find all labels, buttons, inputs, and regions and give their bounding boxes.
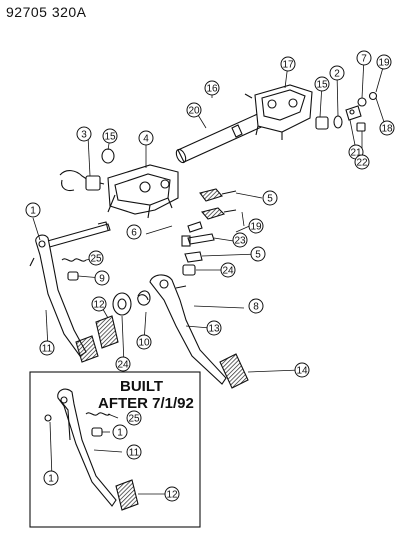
inset-pedal-pad xyxy=(115,479,139,511)
bushing-stack xyxy=(315,91,378,132)
callout-c14: 14 xyxy=(294,362,310,378)
callout-number: 1 xyxy=(30,206,36,217)
inset-nut xyxy=(44,414,52,422)
callout-c10: 10 xyxy=(136,334,152,350)
callout-number: 25 xyxy=(90,254,102,265)
callout-c2: 2 xyxy=(329,65,345,81)
stop-lamp-switch xyxy=(59,170,105,192)
callout-number: 14 xyxy=(296,366,308,377)
inset-label-line1: BUILT xyxy=(120,378,164,395)
pedal-bracket xyxy=(107,164,179,219)
spring-10 xyxy=(137,290,151,306)
callout-number: 3 xyxy=(81,130,87,141)
callout-number: 23 xyxy=(234,236,246,247)
callout-c12b: 12 xyxy=(164,486,180,502)
brake-pedal-pad xyxy=(219,353,249,389)
callout-number: 24 xyxy=(222,266,234,277)
callout-number: 15 xyxy=(104,132,116,143)
callout-number: 25 xyxy=(128,414,140,425)
pedal-pad-12 xyxy=(95,315,119,349)
callout-c15b: 15 xyxy=(314,76,330,92)
callout-c25b: 25 xyxy=(126,410,142,426)
callout-c22: 22 xyxy=(354,154,370,170)
callout-c18: 18 xyxy=(379,120,395,136)
callout-c1c: 1 xyxy=(43,470,59,486)
callout-c19a: 19 xyxy=(376,54,392,70)
callout-number: 8 xyxy=(253,302,259,313)
callout-c15a: 15 xyxy=(102,128,118,144)
callout-number: 19 xyxy=(250,222,262,233)
spring-25 xyxy=(61,258,87,262)
callout-number: 20 xyxy=(188,106,200,117)
inset-pedal-arm xyxy=(57,388,117,507)
bushing-9 xyxy=(67,271,79,281)
callout-number: 5 xyxy=(267,194,273,205)
callout-number: 5 xyxy=(255,250,261,261)
callout-c23: 23 xyxy=(232,232,248,248)
bolt-19 xyxy=(187,221,203,233)
diagram-code: 92705 320A xyxy=(6,4,87,20)
callout-number: 18 xyxy=(381,124,393,135)
inset-bushing xyxy=(91,427,103,437)
callout-number: 13 xyxy=(208,324,220,335)
callout-c25a: 25 xyxy=(88,250,104,266)
callout-c13: 13 xyxy=(206,320,222,336)
callout-c3: 3 xyxy=(76,126,92,142)
callout-number: 1 xyxy=(117,428,123,439)
callout-number: 15 xyxy=(316,80,328,91)
callout-c7: 7 xyxy=(356,50,372,66)
callout-number: 19 xyxy=(378,58,390,69)
bushing-left xyxy=(101,148,115,164)
callout-number: 24 xyxy=(117,360,129,371)
callout-number: 12 xyxy=(166,490,178,501)
callout-c24b: 24 xyxy=(220,262,236,278)
pivot-rod-left xyxy=(43,221,111,249)
callout-c11a: 11 xyxy=(39,340,55,356)
callout-number: 11 xyxy=(129,448,140,459)
callout-number: 1 xyxy=(48,474,54,485)
pedal-pad-left-upper xyxy=(75,335,99,363)
callout-c5a: 5 xyxy=(262,190,278,206)
callout-c4: 4 xyxy=(138,130,154,146)
callout-number: 9 xyxy=(99,274,105,285)
upper-bracket xyxy=(244,84,313,140)
callout-number: 7 xyxy=(361,54,367,65)
callout-c12a: 12 xyxy=(91,296,107,312)
bolt-23 xyxy=(181,233,215,247)
bushing-24-right xyxy=(182,264,196,276)
callout-c24a: 24 xyxy=(115,356,131,372)
callout-number: 11 xyxy=(42,344,53,355)
callout-c20: 20 xyxy=(186,102,202,118)
callout-number: 2 xyxy=(334,69,340,80)
callout-c6: 6 xyxy=(126,224,142,240)
callout-number: 21 xyxy=(350,148,362,159)
callout-c17: 17 xyxy=(280,56,296,72)
inset-frame xyxy=(29,371,201,528)
callout-number: 22 xyxy=(356,158,368,169)
callout-c9: 9 xyxy=(94,270,110,286)
callout-c5b: 5 xyxy=(250,246,266,262)
pedal-arm-left xyxy=(29,234,87,357)
switch-upper xyxy=(199,188,237,202)
callout-c16: 16 xyxy=(204,80,220,96)
callout-number: 17 xyxy=(282,60,294,71)
callout-number: 12 xyxy=(93,300,105,311)
callout-number: 10 xyxy=(138,338,150,349)
bushing-24-center xyxy=(112,292,132,316)
callout-number: 6 xyxy=(131,228,137,239)
callout-c11b: 11 xyxy=(126,444,142,460)
pivot-shaft xyxy=(175,111,269,164)
brake-pedal-arm xyxy=(149,274,227,385)
callout-c19b: 19 xyxy=(248,218,264,234)
callout-number: 4 xyxy=(143,134,149,145)
callout-number: 16 xyxy=(206,84,218,95)
switch-lower xyxy=(201,207,237,220)
callout-c1a: 1 xyxy=(25,202,41,218)
inset-label-line2: AFTER 7/1/92 xyxy=(98,395,194,412)
inset-spring xyxy=(85,412,111,416)
callout-c8: 8 xyxy=(248,298,264,314)
callout-c1b: 1 xyxy=(112,424,128,440)
pin-5 xyxy=(184,251,203,263)
